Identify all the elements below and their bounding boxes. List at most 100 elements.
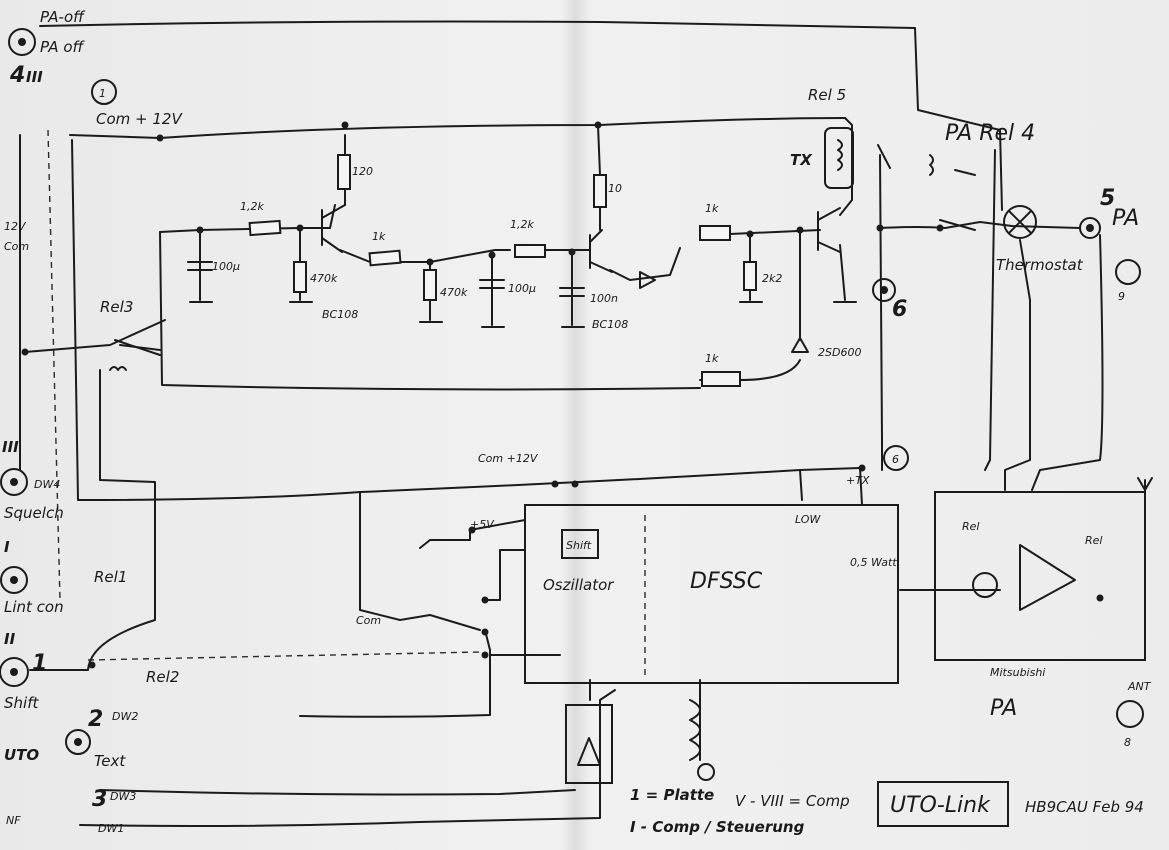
label-num-2: 2 bbox=[88, 707, 103, 732]
label-mitsubishi: Mitsubishi bbox=[990, 666, 1045, 679]
label-dfssc: DFSSC bbox=[690, 569, 763, 594]
label-num-6-circle: 6 bbox=[892, 453, 899, 466]
label-tx: TX bbox=[790, 151, 813, 169]
resistor-1k-a bbox=[368, 249, 402, 267]
label-roman-iii-left: III bbox=[2, 438, 19, 456]
label-dw3: DW3 bbox=[110, 790, 136, 803]
connector-bottom bbox=[697, 763, 715, 781]
transistor-output bbox=[817, 207, 841, 253]
label-uto: UTO bbox=[4, 746, 39, 764]
resistor-2k2 bbox=[743, 261, 757, 291]
bottom-triangle-box bbox=[565, 704, 613, 784]
antenna-icon bbox=[1137, 477, 1153, 499]
capacitor-100u-a bbox=[187, 261, 213, 271]
label-roman-ii: II bbox=[4, 630, 16, 648]
label-c-100n: 100n bbox=[590, 292, 618, 305]
label-watt: 0,5 Watt bbox=[850, 556, 897, 569]
pa-module bbox=[934, 491, 1146, 661]
label-shift: Shift bbox=[4, 694, 39, 712]
label-t-2sd600: 2SD600 bbox=[818, 346, 861, 359]
label-pa-rel4: PA Rel 4 bbox=[945, 121, 1035, 146]
label-r-1k-c: 1k bbox=[705, 352, 719, 365]
label-conn-4: 4 bbox=[9, 63, 25, 88]
label-num-8: 8 bbox=[1124, 736, 1131, 749]
resistor-1k-b bbox=[699, 225, 731, 241]
label-rel2: Rel2 bbox=[146, 668, 179, 686]
diode-1 bbox=[639, 271, 656, 289]
connector-lint-con bbox=[0, 566, 28, 594]
label-pa: PA bbox=[1112, 206, 1139, 231]
label-r-1k-a: 1k bbox=[372, 230, 386, 243]
label-lint-con: Lint con bbox=[4, 598, 64, 616]
label-r-2k2: 2k2 bbox=[762, 272, 782, 285]
connector-text bbox=[65, 729, 91, 755]
label-rel5: Rel 5 bbox=[808, 86, 846, 104]
label-shift-box: Shift bbox=[566, 539, 592, 552]
label-thermostat: Thermostat bbox=[996, 256, 1084, 274]
label-pa-off-top: PA-off bbox=[40, 8, 86, 26]
label-rel3: Rel3 bbox=[100, 298, 133, 316]
label-conn-4-roman: III bbox=[26, 68, 43, 86]
label-dw1: DW1 bbox=[98, 822, 124, 835]
connectors bbox=[0, 28, 1144, 781]
label-pa-5: 5 bbox=[1100, 186, 1115, 211]
signature: HB9CAU Feb 94 bbox=[1025, 798, 1144, 816]
connector-9 bbox=[1115, 259, 1141, 285]
label-num-6-big: 6 bbox=[892, 297, 907, 322]
label-12v: 12V bbox=[4, 220, 27, 233]
label-ant: ANT bbox=[1127, 680, 1152, 693]
connector-pa-off bbox=[8, 28, 36, 56]
label-rel-pa: Rel bbox=[962, 520, 979, 533]
label-t-bc108-a: BC108 bbox=[322, 308, 358, 321]
resistor-120 bbox=[337, 154, 351, 190]
connector-squelch bbox=[0, 468, 28, 496]
legend-line-3: V - VIII = Comp bbox=[735, 792, 850, 810]
pa-amplifier-triangle bbox=[1019, 544, 1076, 611]
label-r-1k-b: 1k bbox=[705, 202, 719, 215]
labels: PA-off PA off 4 III 1 Com + 12V 12V Com … bbox=[2, 8, 1152, 836]
label-conn-1-circle: 1 bbox=[99, 87, 106, 100]
components bbox=[109, 127, 1153, 827]
label-com-12v-mid: Com +12V bbox=[478, 452, 539, 465]
label-dw2: DW2 bbox=[112, 710, 138, 723]
capacitor-100u-b bbox=[479, 279, 505, 289]
label-com: Com bbox=[4, 240, 29, 253]
label-roman-i: I bbox=[4, 538, 10, 556]
label-tx-plus: +TX bbox=[846, 474, 870, 487]
connector-6-lower bbox=[883, 445, 909, 471]
title-uto-link: UTO-Link bbox=[890, 793, 991, 818]
label-r-470k-a: 470k bbox=[310, 272, 338, 285]
junction-dots bbox=[21, 121, 1104, 669]
title-frame bbox=[877, 781, 1009, 827]
diode-2sd600 bbox=[791, 337, 809, 353]
label-oscillator: Oszillator bbox=[543, 576, 614, 594]
legend-line-2: I - Comp / Steuerung bbox=[630, 818, 805, 836]
label-com-left: Com bbox=[356, 614, 381, 627]
label-r-10: 10 bbox=[608, 182, 622, 195]
label-r-120: 120 bbox=[352, 165, 373, 178]
relay-pa-4 bbox=[929, 154, 976, 231]
capacitor-100n bbox=[559, 287, 585, 297]
wiring bbox=[19, 20, 1146, 827]
label-com-12v: Com + 12V bbox=[96, 110, 183, 128]
label-nf: NF bbox=[6, 814, 21, 827]
label-r-1k2-b: 1,2k bbox=[510, 218, 534, 231]
label-rel-pa2: Rel bbox=[1085, 534, 1102, 547]
label-num-1: 1 bbox=[32, 651, 47, 676]
relay-3 bbox=[109, 339, 161, 371]
connector-6-upper bbox=[872, 278, 896, 302]
resistor-470k-a bbox=[293, 261, 307, 293]
triangle-icon bbox=[577, 737, 601, 766]
label-pa-off: PA off bbox=[40, 38, 86, 56]
connector-shift bbox=[0, 657, 29, 687]
resistor-10 bbox=[593, 174, 607, 208]
transistor-bc108-b bbox=[589, 229, 613, 273]
shift-box bbox=[561, 529, 599, 559]
label-num-3: 3 bbox=[92, 787, 107, 812]
label-t-bc108-b: BC108 bbox=[592, 318, 628, 331]
pa-relay-coil bbox=[972, 572, 998, 598]
scribble-component bbox=[689, 699, 701, 761]
relay-5 bbox=[824, 127, 891, 189]
label-c-100u-b: 100µ bbox=[508, 282, 536, 295]
